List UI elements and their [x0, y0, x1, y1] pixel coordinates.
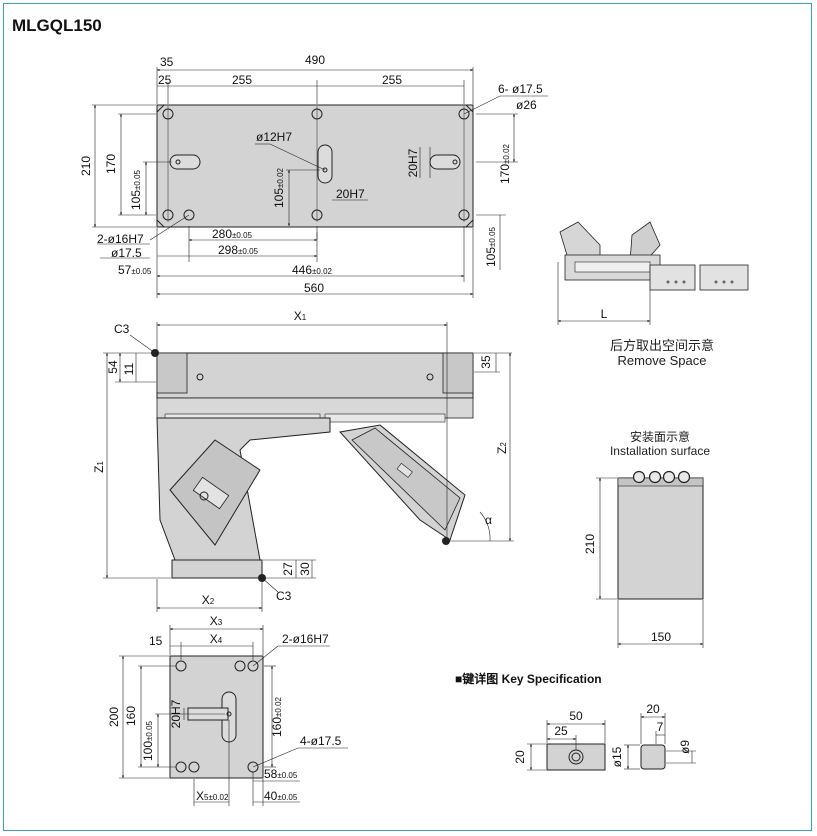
drawing-frame — [3, 3, 812, 831]
dim-25: 25 — [158, 73, 172, 87]
dim-160: 160 — [124, 706, 138, 726]
hole-callout-16h7: 2-ø16H7 — [97, 232, 144, 246]
install-caption-cn: 安装面示意 — [629, 430, 690, 444]
dim-key-20: 20 — [513, 750, 527, 764]
dim-446: 446±0.02 — [292, 263, 333, 277]
dim-key-50: 50 — [569, 709, 583, 723]
dim-x4: X4 — [210, 632, 223, 646]
dim-12h7: ø12H7 — [256, 130, 292, 144]
dim-key-25: 25 — [554, 724, 568, 738]
key-specification: 50 25 20 20 7 ø15 ø9 — [513, 702, 696, 771]
dim-170: 170 — [104, 154, 118, 174]
dim-560: 560 — [304, 281, 324, 295]
dim-35-front: 35 — [479, 355, 493, 369]
top-view: 35 490 25 255 255 210 170 105±0.05 6- ø1… — [79, 53, 548, 298]
dim-490: 490 — [305, 53, 325, 67]
dim-l: L — [601, 307, 608, 321]
dim-30: 30 — [298, 562, 312, 576]
angle-alpha: α — [485, 513, 492, 527]
dim-255-left: 255 — [232, 73, 252, 87]
dim-58: 58±0.05 — [264, 767, 298, 781]
front-view: C3 C3 X1 X2 Z1 Z2 54 11 35 27 30 α — [92, 309, 514, 612]
dim-key-15: ø15 — [610, 746, 624, 767]
dim-160-right: 160±0.02 — [270, 696, 284, 737]
model-title: MLGQL150 — [12, 16, 102, 35]
dim-255-right: 255 — [382, 73, 402, 87]
dim-x5: X5±0.02 — [196, 789, 229, 803]
dim-key-7: 7 — [657, 720, 664, 734]
dim-27: 27 — [281, 562, 295, 576]
bottom-view: X3 X4 15 2-ø16H7 200 160 100±0.05 20H7 1… — [107, 614, 348, 806]
c3-marker-icon — [442, 537, 450, 545]
dim-x1: X1 — [294, 309, 307, 323]
dim-20h7-vertical: 20H7 — [406, 148, 420, 177]
dim-40: 40±0.05 — [264, 789, 298, 803]
dim-key-20-side: 20 — [646, 702, 660, 716]
dim-15: 15 — [149, 634, 163, 648]
dim-100: 100±0.05 — [141, 720, 155, 761]
dim-170-right: 170±0.02 — [498, 143, 512, 184]
hole-callout-17-5: ø17.5 — [111, 246, 142, 260]
dim-z1: Z1 — [92, 461, 106, 473]
dim-install-210: 210 — [583, 534, 597, 554]
c3-label-top: C3 — [114, 322, 130, 336]
dim-11: 11 — [122, 362, 136, 375]
dim-298: 298±0.05 — [218, 243, 259, 257]
dim-20h7: 20H7 — [336, 187, 365, 201]
install-caption-en: Installation surface — [609, 444, 711, 458]
remove-space-caption-en: Remove Space — [617, 353, 707, 368]
c3-label-bottom: C3 — [276, 589, 292, 603]
dim-install-150: 150 — [651, 630, 671, 644]
hole-callout-4: 4-ø17.5 — [300, 734, 342, 748]
dim-105-right: 105±0.05 — [484, 226, 498, 267]
dim-280: 280±0.05 — [212, 227, 253, 241]
installation-surface: 210 150 — [583, 470, 704, 648]
remove-space-illustration: L — [557, 221, 749, 325]
dim-20h7-bottom: 20H7 — [169, 699, 183, 728]
dim-x3: X3 — [210, 614, 223, 628]
hole-callout-26: ø26 — [516, 98, 537, 112]
dim-200: 200 — [107, 707, 121, 727]
dim-105-left: 105±0.05 — [129, 169, 143, 210]
hole-callout-6: 6- ø17.5 — [498, 82, 543, 96]
dim-105-center: 105±0.02 — [272, 167, 286, 208]
dim-54: 54 — [106, 360, 120, 374]
top-plate — [156, 104, 474, 228]
key-spec-heading: ■键详图 Key Specification — [455, 672, 602, 686]
remove-space-caption-cn: 后方取出空间示意 — [609, 338, 714, 353]
dim-35: 35 — [160, 55, 174, 69]
dim-57: 57±0.05 — [118, 263, 152, 277]
hole-callout-bottom-16h7: 2-ø16H7 — [282, 632, 329, 646]
dim-210: 210 — [79, 156, 93, 176]
dim-z2: Z2 — [495, 442, 509, 454]
dim-x2: X2 — [202, 593, 215, 607]
dim-key-9: ø9 — [678, 740, 692, 754]
